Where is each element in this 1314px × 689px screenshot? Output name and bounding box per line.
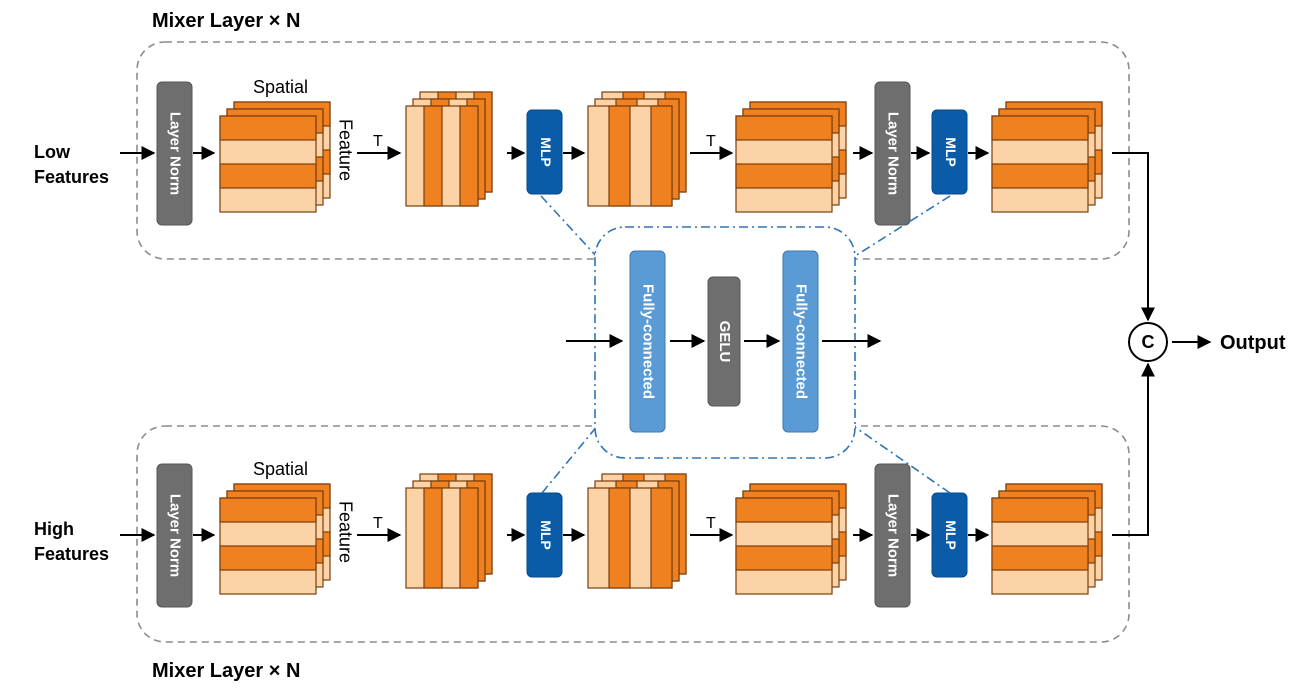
- bottom-layer-norm-2: [874, 463, 911, 608]
- bottom-mixer-layer: Mixer Layer × N High Features Layer Norm…: [34, 425, 1130, 682]
- fc-1-label: Fully-connected: [640, 284, 657, 399]
- concat-output: C Output: [1112, 152, 1286, 536]
- top-token-stack-2: [587, 91, 687, 207]
- bottom-token-stack-2: [587, 473, 687, 589]
- top-spatial-label: Spatial: [253, 77, 308, 97]
- top-mixer-title: Mixer Layer × N: [152, 10, 300, 32]
- fc-1-block: [629, 250, 666, 433]
- bottom-transpose-2-label: T: [706, 515, 716, 532]
- top-layer-norm-1: [156, 81, 193, 226]
- bottom-to-concat-arrow: [1112, 362, 1155, 536]
- gelu-label: GELU: [716, 321, 733, 363]
- top-feature-stack-3: [991, 101, 1103, 213]
- fc-2-label: Fully-connected: [793, 284, 810, 399]
- gelu-block: [707, 276, 741, 407]
- bottom-feature-stack-2: [735, 483, 847, 595]
- top-to-concat-arrow: [1112, 152, 1155, 322]
- top-mixer-layer: Mixer Layer × N Low Features Layer Norm …: [34, 10, 1130, 260]
- top-input-label-line2: Features: [34, 167, 109, 187]
- top-mlp-2: [931, 109, 968, 195]
- top-token-stack-1: [405, 91, 493, 207]
- top-input-label-line1: Low: [34, 142, 71, 162]
- bottom-layer-norm-2-label: Layer Norm: [885, 494, 902, 577]
- top-mlp-1: [526, 109, 563, 195]
- bottom-token-stack-1: [405, 473, 493, 589]
- bottom-mlp-2-label: MLP: [943, 520, 959, 550]
- top-layer-norm-1-label: Layer Norm: [167, 112, 184, 195]
- bottom-mixer-title: Mixer Layer × N: [152, 660, 300, 682]
- concat-node: [1128, 322, 1168, 362]
- bottom-transpose-1-label: T: [373, 515, 383, 532]
- top-feature-stack-1: [219, 101, 331, 213]
- mlp-detail: Fully-connected GELU Fully-connected: [540, 195, 951, 494]
- top-layer-norm-2: [874, 81, 911, 226]
- bottom-input-label-line1: High: [34, 519, 74, 539]
- top-mixer-boundary: [136, 41, 1130, 260]
- top-layer-norm-2-label: Layer Norm: [885, 112, 902, 195]
- bottom-layer-norm-1-label: Layer Norm: [167, 494, 184, 577]
- top-mlp-1-label: MLP: [538, 137, 554, 167]
- mlp-detail-connectors: [540, 195, 951, 494]
- bottom-feature-label: Feature: [335, 501, 355, 563]
- concat-symbol: C: [1142, 332, 1155, 352]
- output-label: Output: [1220, 332, 1286, 354]
- top-mlp-2-label: MLP: [943, 137, 959, 167]
- bottom-mlp-1-label: MLP: [538, 520, 554, 550]
- top-feature-stack-2: [735, 101, 847, 213]
- top-transpose-2-label: T: [706, 133, 716, 150]
- top-feature-label: Feature: [335, 119, 355, 181]
- top-transpose-1-label: T: [373, 133, 383, 150]
- bottom-mlp-1: [526, 492, 563, 578]
- bottom-layer-norm-1: [156, 463, 193, 608]
- bottom-input-label-line2: Features: [34, 544, 109, 564]
- bottom-spatial-label: Spatial: [253, 459, 308, 479]
- bottom-feature-stack-1: [219, 483, 331, 595]
- fc-2-block: [782, 250, 819, 433]
- bottom-feature-stack-3: [991, 483, 1103, 595]
